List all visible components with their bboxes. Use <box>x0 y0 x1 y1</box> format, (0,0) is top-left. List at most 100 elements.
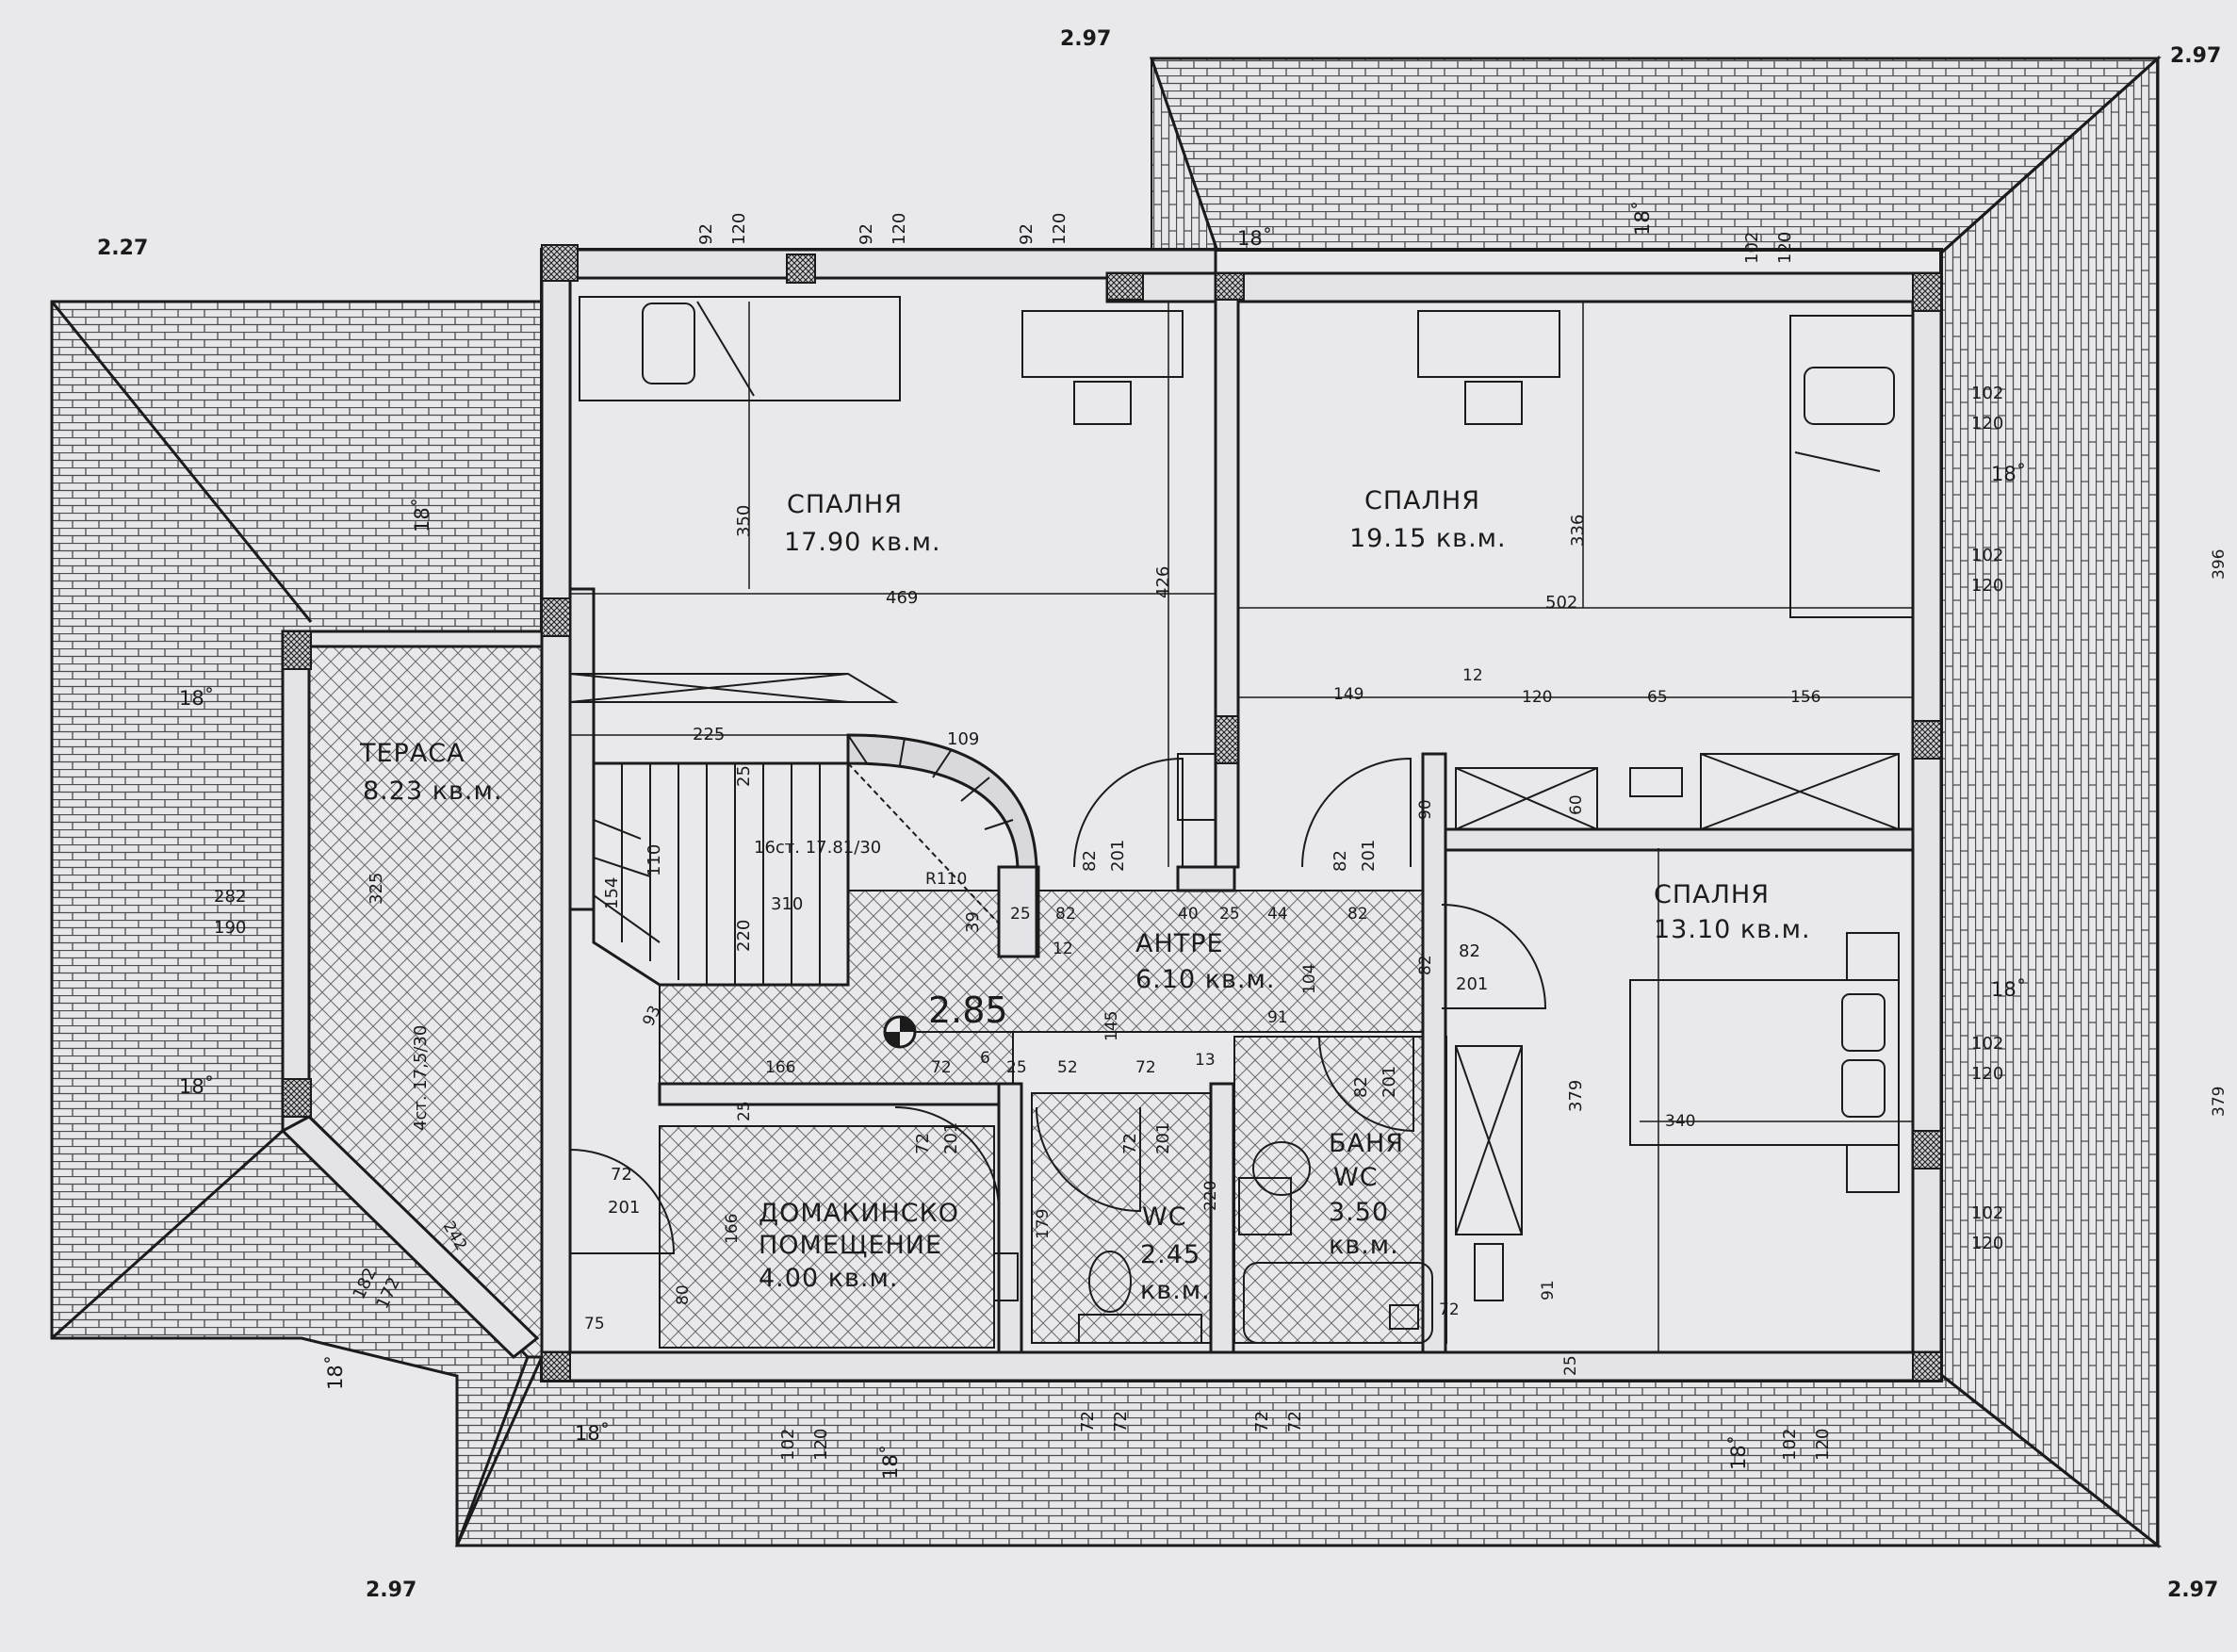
dim-166b: 166 <box>723 1214 742 1244</box>
staircase <box>569 673 1038 987</box>
door-utility-w: 72 <box>913 1133 933 1154</box>
win-bottom-2b: 72 <box>1111 1411 1131 1432</box>
dim-220a: 220 <box>734 920 754 952</box>
bed-bedroom3 <box>1629 979 1900 1146</box>
dim-90: 90 <box>1416 799 1435 820</box>
dim-82a: 82 <box>1055 905 1076 924</box>
dim-72a: 72 <box>931 1058 952 1077</box>
dim-44: 44 <box>1267 905 1288 924</box>
dim-110: 110 <box>645 844 664 876</box>
wall-west <box>540 248 572 1382</box>
wardrobe2 <box>1700 753 1900 830</box>
win-bottom-1b: 120 <box>811 1429 831 1461</box>
dim-336: 336 <box>1568 515 1588 547</box>
door-bed3-h: 201 <box>1456 974 1488 994</box>
wall-stair-west <box>568 587 596 911</box>
wall-bed3-north <box>1444 827 1915 852</box>
door-hall-bed1-h: 201 <box>1108 840 1128 872</box>
dim-65: 65 <box>1647 688 1668 707</box>
dim-25a: 25 <box>734 765 754 787</box>
pillow <box>642 303 695 384</box>
win-top-3a: 92 <box>1017 223 1037 245</box>
slope-left-1: 18˚ <box>411 498 433 532</box>
win-bottom-4b: 120 <box>1813 1429 1833 1461</box>
dim-72b: 72 <box>1135 1058 1156 1077</box>
win-bottom-1a: 102 <box>778 1429 798 1461</box>
roof-level-top-right: 2.97 <box>2170 44 2221 68</box>
wardrobe1 <box>1455 767 1598 830</box>
win-top-2b: 120 <box>890 213 909 245</box>
door-bath-h: 201 <box>1380 1066 1399 1098</box>
slope-bottom-2: 18˚ <box>879 1445 902 1480</box>
win-terrace-b: 190 <box>214 918 246 938</box>
dim-91a: 91 <box>1267 1008 1288 1027</box>
dim-80: 80 <box>674 1284 693 1305</box>
dim-166a: 166 <box>765 1058 795 1077</box>
dim-325: 325 <box>367 873 386 905</box>
slope-top-1: 18˚ <box>1237 227 1272 250</box>
roof-slope-marks: 18˚ 18˚ 18˚ 18˚ 18˚ 18˚ 18˚ 18˚ 18˚ 18˚ … <box>179 201 2026 1480</box>
dim-25e: 25 <box>1561 1355 1580 1376</box>
terrace-railing-north <box>307 630 544 648</box>
utility-floor <box>659 1125 995 1349</box>
door-bath-w: 82 <box>1351 1076 1371 1098</box>
dim-13: 13 <box>1195 1051 1216 1070</box>
win-right-3b: 120 <box>1971 1064 2003 1084</box>
wc-area-unit: кв.м. <box>1140 1276 1211 1305</box>
win-top-1a: 92 <box>696 223 716 245</box>
dim-156: 156 <box>1790 688 1821 707</box>
room-labels: СПАЛНЯ 17.90 кв.м. СПАЛНЯ 19.15 кв.м. СП… <box>359 486 1810 1305</box>
win-right-4b: 120 <box>1971 1234 2003 1253</box>
dim-502: 502 <box>1545 593 1577 613</box>
dim-149: 149 <box>1333 685 1363 704</box>
bedroom1-area: 17.90 кв.м. <box>784 528 941 557</box>
slope-bottom-1: 18˚ <box>575 1422 610 1445</box>
bath-floor <box>1233 1036 1447 1344</box>
wall-bed1-bed2 <box>1214 271 1240 869</box>
dim-145: 145 <box>1102 1011 1121 1041</box>
win-terrace-a: 282 <box>214 887 246 907</box>
wall-bed3-west <box>1421 752 1447 1354</box>
dim-72c: 72 <box>1439 1300 1460 1319</box>
roof-bottom-slope <box>454 1355 2163 1547</box>
bath-area: 3.50 <box>1329 1198 1389 1227</box>
dim-120: 120 <box>1522 688 1552 707</box>
toilet-bath <box>1252 1141 1311 1196</box>
win-right-2a: 102 <box>1971 546 2003 565</box>
chair-bedroom2 <box>1464 381 1523 425</box>
utility-name-line2: ПОМЕЩЕНИЕ <box>759 1231 942 1260</box>
toilet-wc <box>1088 1251 1132 1313</box>
slope-top-2: 18˚ <box>1631 201 1654 236</box>
chair-bedroom1 <box>1073 381 1132 425</box>
wall-south <box>540 1350 1943 1382</box>
win-bottom-4a: 102 <box>1780 1429 1800 1461</box>
dim-12a: 12 <box>1462 666 1483 685</box>
terrace-railing-west <box>281 630 311 1133</box>
desk-bedroom2 <box>1417 310 1560 378</box>
door-terrace-h: 201 <box>608 1198 640 1218</box>
door-swings <box>569 757 1547 1254</box>
wc-area: 2.45 <box>1140 1240 1200 1269</box>
floor-interior <box>295 248 1943 1382</box>
dim-12b: 12 <box>1053 940 1073 958</box>
win-top-4b: 120 <box>1775 232 1795 264</box>
dim-426: 426 <box>1153 566 1173 598</box>
roof-level-top-left: 2.97 <box>1060 27 1111 51</box>
win-right-2b: 120 <box>1971 576 2003 596</box>
slope-left-3: 18˚ <box>179 1075 214 1098</box>
terrace-name: ТЕРАСА <box>359 739 465 768</box>
dim-39: 39 <box>963 911 983 933</box>
wc-name: WC <box>1142 1202 1187 1232</box>
dim-350: 350 <box>734 505 754 537</box>
window-labels: 92 120 92 120 92 120 102 120 102 120 102… <box>214 213 2003 1461</box>
door-wc-h: 201 <box>1153 1122 1173 1154</box>
columns <box>282 244 1942 1382</box>
dim-25f: 25 <box>735 1101 754 1121</box>
win-right-4a: 102 <box>1971 1203 2003 1223</box>
bedroom2-area: 19.15 кв.м. <box>1349 524 1507 553</box>
door-hall-bed2-h: 201 <box>1359 840 1379 872</box>
dim-379b: 379 <box>2210 1087 2229 1117</box>
bedroom3-name: СПАЛНЯ <box>1654 880 1770 909</box>
dim-469: 469 <box>886 588 918 608</box>
